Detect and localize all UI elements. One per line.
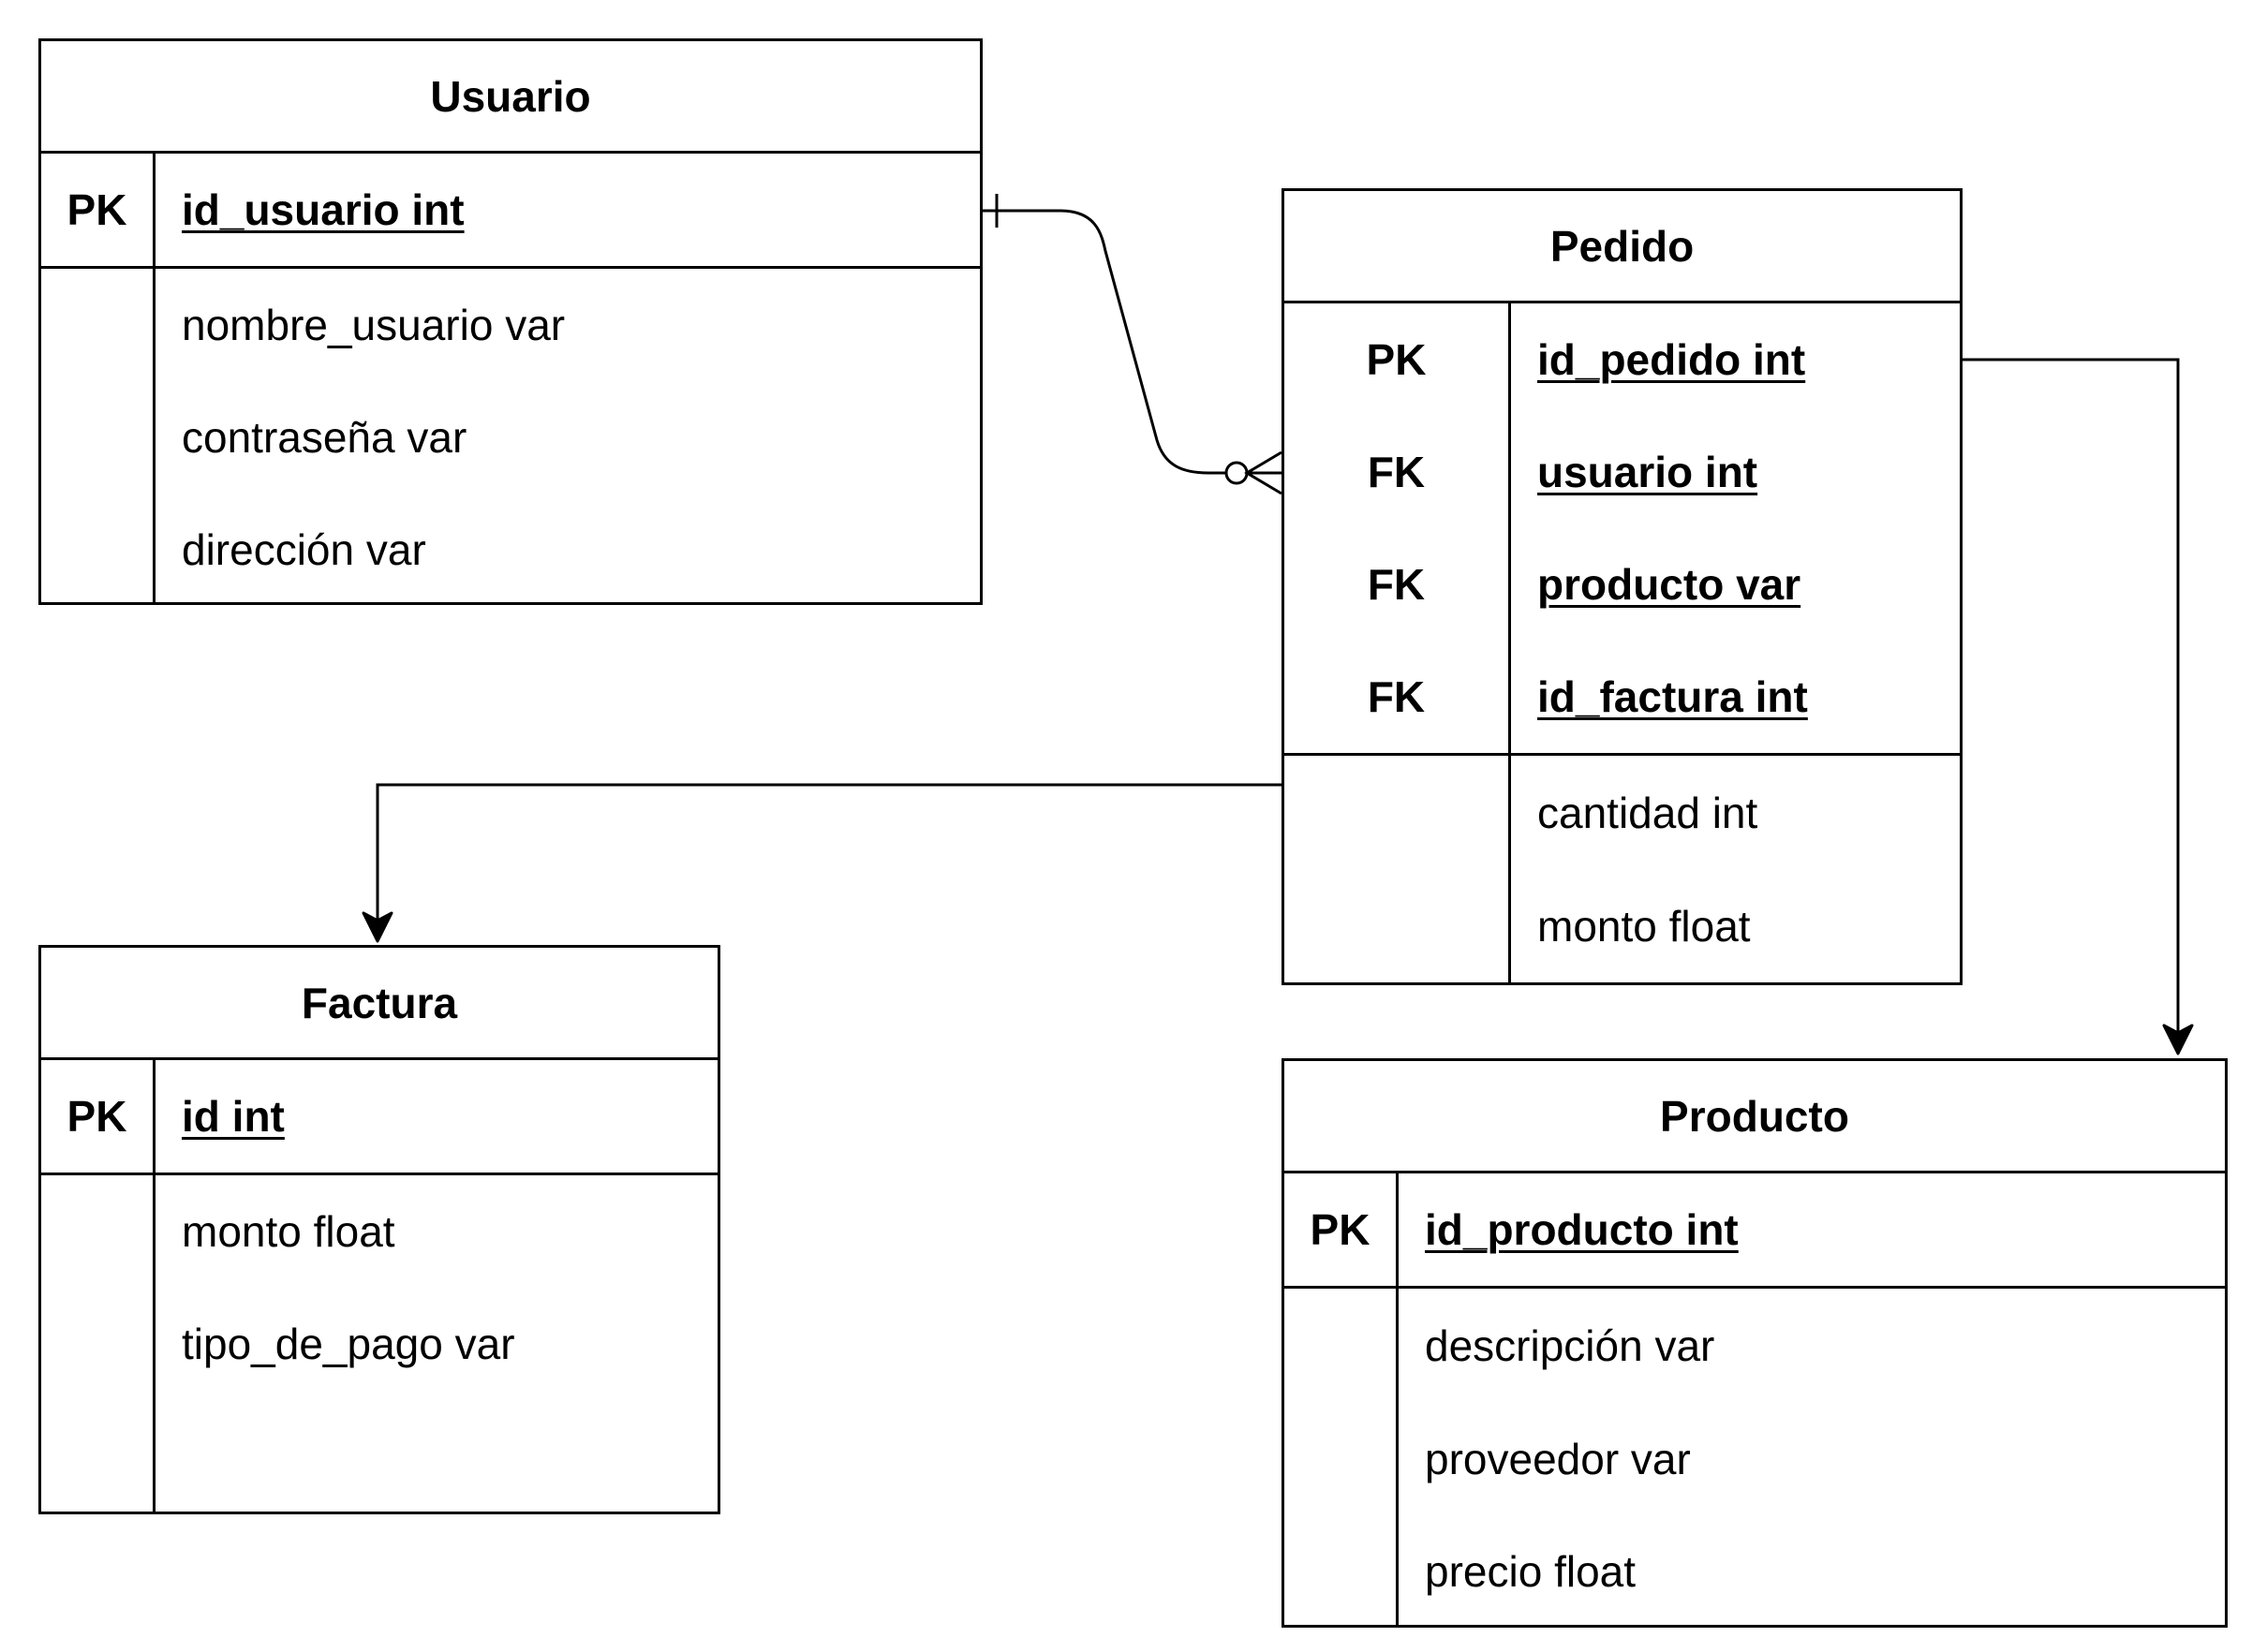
attribute-row[interactable]: tipo_de_pago var [41,1288,718,1400]
key-section: PK id_usuario int [41,154,980,269]
arrow-head-icon [362,911,393,943]
entity-usuario[interactable]: Usuario PK id_usuario int nombre_usuario… [38,38,983,605]
entity-title: Factura [41,948,718,1060]
connector-pedido-producto-line [1961,358,2180,1033]
attribute-row[interactable]: monto float [41,1175,718,1288]
key-section: PK id int [41,1060,718,1175]
key-type: FK [1284,528,1511,641]
key-field: id_factura int [1537,672,1808,721]
key-row[interactable]: PK id_producto int [1284,1173,2225,1286]
attribute-section: monto float tipo_de_pago var [41,1175,718,1514]
key-field: usuario int [1537,448,1758,496]
entity-title: Producto [1284,1061,2225,1173]
key-type: FK [1284,416,1511,528]
attribute-row[interactable]: contraseña var [41,381,980,494]
attribute-row[interactable]: precio float [1284,1515,2225,1628]
key-row[interactable]: FK usuario int [1284,416,1960,528]
entity-factura[interactable]: Factura PK id int monto float tipo_de_pa… [38,945,720,1514]
attribute-section: descripción var proveedor var precio flo… [1284,1289,2225,1628]
attribute-section: nombre_usuario var contraseña var direcc… [41,269,980,605]
key-column-divider [1284,1289,1399,1628]
attribute-field: monto float [1537,901,1751,951]
relationship-usuario-pedido[interactable] [982,194,1282,495]
key-column-divider [41,1175,156,1514]
attribute-row[interactable]: cantidad int [1284,756,1960,869]
key-field: producto var [1537,560,1801,609]
key-field: id_usuario int [182,185,465,234]
attribute-field: dirección var [182,524,426,574]
key-field: id_producto int [1425,1205,1739,1254]
key-column-divider [41,269,156,605]
attribute-row[interactable]: monto float [1284,869,1960,982]
arrow-head-icon [2162,1024,2194,1055]
entity-producto[interactable]: Producto PK id_producto int descripción … [1282,1058,2228,1628]
connector-usuario-pedido-line [982,209,1237,475]
key-type: PK [41,1060,156,1173]
key-field: id int [182,1092,285,1141]
entity-title: Pedido [1284,191,1960,303]
entity-title: Usuario [41,41,980,154]
key-row[interactable]: PK id_usuario int [41,154,980,266]
key-section: PK id_producto int [1284,1173,2225,1289]
attribute-field: contraseña var [182,413,467,462]
key-row[interactable]: FK id_factura int [1284,641,1960,753]
attribute-field: precio float [1425,1547,1637,1596]
attribute-field: cantidad int [1537,788,1758,837]
attribute-row[interactable]: dirección var [41,494,980,605]
key-row[interactable]: FK producto var [1284,528,1960,641]
attribute-field: monto float [182,1207,395,1256]
key-type: PK [1284,303,1511,416]
attribute-row[interactable]: descripción var [1284,1289,2225,1402]
attribute-field: tipo_de_pago var [182,1320,515,1368]
key-field: id_pedido int [1537,335,1806,384]
key-type: PK [1284,1173,1399,1286]
attribute-row[interactable]: proveedor var [1284,1402,2225,1515]
key-row[interactable]: PK id int [41,1060,718,1173]
attribute-section: cantidad int monto float [1284,756,1960,982]
attribute-field: proveedor var [1425,1434,1691,1483]
attribute-field: descripción var [1425,1320,1715,1370]
zero-marker-icon [1224,461,1249,485]
key-type: PK [41,154,156,266]
crowfoot-many-icon [1244,450,1282,495]
key-type: FK [1284,641,1511,753]
relationship-pedido-factura[interactable] [362,783,1282,943]
relationship-pedido-producto[interactable] [1961,358,2194,1055]
key-row[interactable]: PK id_pedido int [1284,303,1960,416]
attribute-row[interactable]: nombre_usuario var [41,269,980,381]
key-column-divider [1284,756,1511,982]
key-section: PK id_pedido int FK usuario int FK produ… [1284,303,1960,756]
attribute-field: nombre_usuario var [182,301,566,349]
entity-pedido[interactable]: Pedido PK id_pedido int FK usuario int F… [1282,188,1963,985]
connector-pedido-factura-line [376,783,1282,922]
